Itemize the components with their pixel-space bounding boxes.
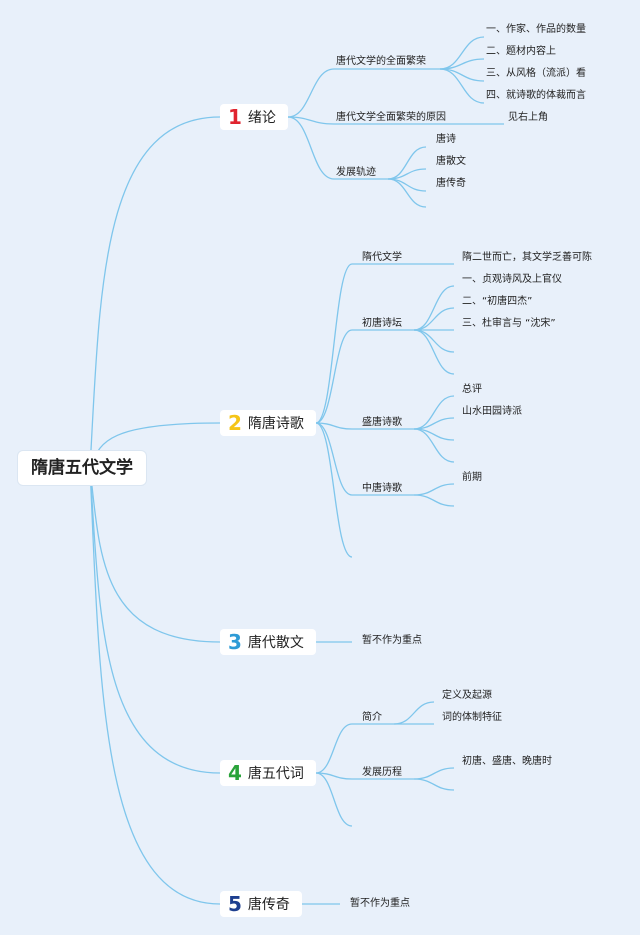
- topic-4[interactable]: 4 唐五代词: [220, 760, 316, 786]
- subtopic-4-1[interactable]: 简介: [362, 712, 382, 723]
- leaf-1-3-3[interactable]: 唐传奇: [436, 178, 466, 189]
- edge-1-2: [287, 116, 335, 125]
- edge-4-3: [315, 772, 353, 827]
- topic-5-number: 5: [228, 892, 242, 916]
- leaf-2-2-2[interactable]: 二、“初唐四杰”: [462, 296, 533, 307]
- edge-root-topic-3: [89, 467, 221, 643]
- subtopic-4-2[interactable]: 发展历程: [362, 767, 402, 778]
- edge-1-3-3: [387, 178, 427, 192]
- edge-2-1: [315, 263, 353, 424]
- edge-2-3-1: [413, 395, 455, 430]
- edge-2-4: [315, 422, 353, 496]
- edge-2-4-1: [413, 483, 455, 496]
- edge-4-1-1: [393, 701, 435, 725]
- leaf-1-1-3[interactable]: 三、从风格（流派）看: [486, 68, 586, 79]
- edge-4-2-2: [413, 778, 455, 791]
- edge-2-2-2: [413, 307, 455, 331]
- subtopic-2-3[interactable]: 盛唐诗歌: [362, 417, 402, 428]
- subtopic-2-2[interactable]: 初唐诗坛: [362, 318, 402, 329]
- leaf-2-4-1[interactable]: 前期: [462, 472, 482, 483]
- edge-2-3: [315, 422, 353, 430]
- subtopic-1-1[interactable]: 唐代文学的全面繁荣: [336, 56, 426, 67]
- edge-2-2-5: [413, 329, 455, 375]
- subtopic-1-3[interactable]: 发展轨迹: [336, 167, 376, 178]
- topic-1-label: 绪论: [247, 110, 276, 126]
- edge-1-1: [287, 68, 335, 118]
- topic-4-number: 4: [228, 761, 242, 785]
- edge-root-topic-5: [89, 467, 221, 905]
- leaf-2-3-2[interactable]: 山水田园诗派: [462, 406, 522, 417]
- edge-2-3-4: [413, 428, 455, 463]
- subtopic-2-4[interactable]: 中唐诗歌: [362, 483, 402, 494]
- edge-1-1-4: [439, 68, 485, 104]
- topic-5-label: 唐传奇: [247, 897, 290, 913]
- leaf-2-2-3[interactable]: 三、杜审言与 “沈宋”: [462, 318, 556, 329]
- leaf-4-2-1[interactable]: 初唐、盛唐、晚唐时: [462, 756, 552, 767]
- leaf-4-1-1[interactable]: 定义及起源: [442, 690, 492, 701]
- subtopic-5-1[interactable]: 暂不作为重点: [350, 898, 410, 909]
- topic-3[interactable]: 3 唐代散文: [220, 629, 316, 655]
- subtopic-3-1[interactable]: 暂不作为重点: [362, 635, 422, 646]
- edge-2-2: [315, 329, 353, 424]
- topic-2[interactable]: 2 隋唐诗歌: [220, 410, 316, 436]
- topic-2-label: 隋唐诗歌: [247, 416, 304, 432]
- edge-2-2-1: [413, 285, 455, 331]
- edge-1-3-4: [387, 178, 427, 208]
- topic-1[interactable]: 1 绪论: [220, 104, 288, 130]
- root-node[interactable]: 隋唐五代文学: [18, 451, 146, 485]
- edge-root-topic-1: [89, 116, 221, 469]
- leaf-1-1-2[interactable]: 二、题材内容上: [486, 46, 556, 57]
- subtopic-2-1[interactable]: 隋代文学: [362, 252, 402, 263]
- leaf-1-3-1[interactable]: 唐诗: [436, 134, 456, 145]
- leaf-2-3-1[interactable]: 总评: [462, 384, 482, 395]
- subtopic-1-2[interactable]: 唐代文学全面繁荣的原因: [336, 112, 446, 123]
- leaf-1-1-1[interactable]: 一、作家、作品的数量: [486, 24, 586, 35]
- leaf-2-2-1[interactable]: 一、贞观诗风及上官仪: [462, 274, 562, 285]
- edge-1-3: [287, 116, 335, 180]
- edge-4-1: [315, 723, 353, 774]
- leaf-1-2-1[interactable]: 见右上角: [508, 112, 548, 123]
- edge-4-2: [315, 772, 353, 780]
- edge-2-5: [315, 422, 353, 558]
- topic-5[interactable]: 5 唐传奇: [220, 891, 302, 917]
- topic-4-label: 唐五代词: [247, 766, 304, 782]
- topic-1-number: 1: [228, 105, 242, 129]
- edge-root-topic-4: [89, 467, 221, 774]
- edge-2-2-4: [413, 329, 455, 353]
- leaf-4-1-2[interactable]: 词的体制特征: [442, 712, 502, 723]
- topic-2-number: 2: [228, 411, 242, 435]
- leaf-2-1-1[interactable]: 隋二世而亡，其文学乏善可陈: [462, 252, 592, 263]
- edge-4-2-1: [413, 767, 455, 780]
- leaf-1-1-4[interactable]: 四、就诗歌的体裁而言: [486, 90, 586, 101]
- topic-3-number: 3: [228, 630, 242, 654]
- topic-3-label: 唐代散文: [247, 635, 304, 651]
- edge-2-4-2: [413, 494, 455, 507]
- leaf-1-3-2[interactable]: 唐散文: [436, 156, 466, 167]
